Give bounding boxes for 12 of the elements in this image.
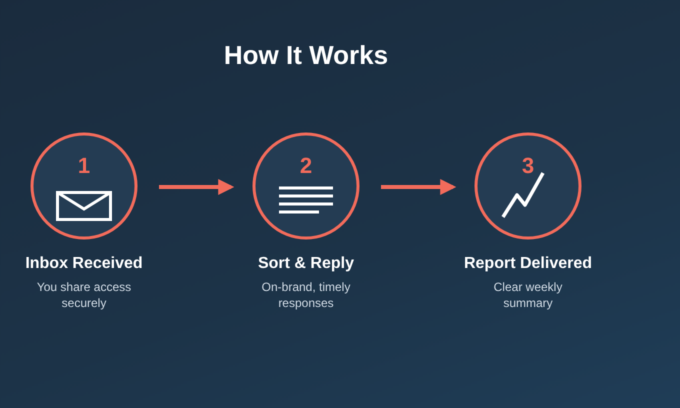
step-description: Clear weekly summary	[492, 279, 564, 311]
step-heading: Report Delivered	[462, 254, 594, 274]
title: How It Works	[222, 40, 390, 71]
step-number: 3	[520, 154, 536, 178]
arrow	[381, 179, 456, 195]
step-number: 1	[76, 154, 92, 178]
step-description: You share access securely	[36, 279, 132, 311]
step-description: On-brand, timely responses	[260, 279, 352, 311]
step-number: 2	[298, 154, 314, 178]
step-heading: Inbox Received	[24, 254, 144, 274]
arrow	[159, 179, 234, 195]
step-heading: Sort & Reply	[256, 254, 355, 274]
